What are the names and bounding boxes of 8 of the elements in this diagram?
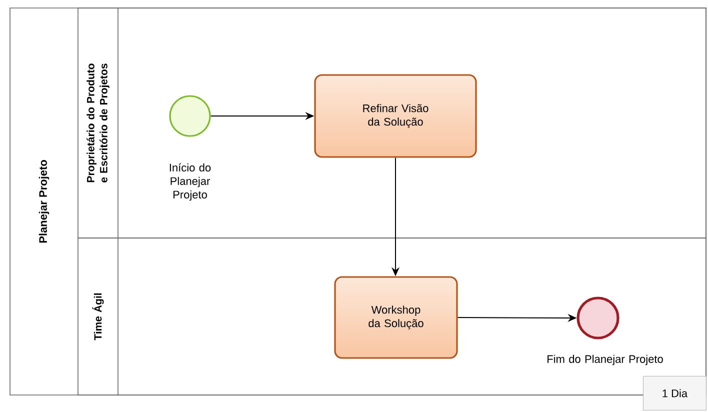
duration-tab: 1 Dia xyxy=(643,376,706,410)
event-label: Fim do Planejar Projeto xyxy=(548,354,663,366)
lane-title: Proprietário do Produto e Escritório de Projetos xyxy=(86,64,110,182)
event-label: Início do Planejar Projeto xyxy=(170,163,211,201)
pool-title: Planejar Projeto xyxy=(38,160,50,243)
task-box: Workshop da Solução xyxy=(334,276,458,359)
lane-title: Time Ágil xyxy=(92,293,104,340)
task-box: Refinar Visão da Solução xyxy=(314,74,477,158)
